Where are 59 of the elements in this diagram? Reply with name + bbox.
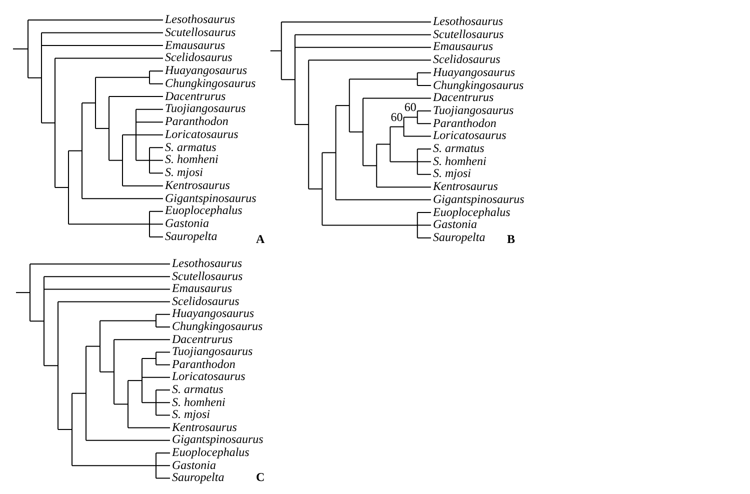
taxon-name: Kentrosaurus: [172, 420, 237, 434]
panel-letter: B: [507, 233, 516, 246]
support-value: 60: [390, 110, 403, 124]
taxon-name: Loricatosaurus: [172, 370, 246, 384]
taxon-name: Gigantspinosaurus: [433, 192, 524, 206]
taxon-name: Gigantspinosaurus: [165, 192, 256, 205]
taxon-name: Sauropelta: [165, 230, 218, 243]
taxon-name: Sauropelta: [172, 471, 224, 484]
taxon-name: Dacentrurus: [165, 90, 226, 103]
taxon-name: Dacentrurus: [172, 332, 233, 346]
taxon-name: Paranthodon: [172, 358, 236, 371]
taxon-name: Huayangosaurus: [433, 66, 516, 79]
taxon-name: Tuojiangosaurus: [172, 345, 253, 358]
taxon-name: S. homheni: [165, 153, 218, 166]
taxon-name: Chungkingosaurus: [433, 78, 524, 92]
taxon-name: Emausaurus: [172, 282, 232, 296]
taxon-name: Emausaurus: [165, 38, 226, 52]
taxon-name: Lesothosaurus: [165, 13, 236, 26]
taxon-name: Scutellosaurus: [172, 270, 243, 283]
support-value: 60: [404, 101, 416, 114]
taxon-name: Tuojiangosaurus: [165, 102, 246, 116]
taxon-name: Euoplocephalus: [433, 206, 510, 218]
taxon-name: Kentrosaurus: [165, 178, 230, 192]
taxon-name: Gastonia: [165, 217, 210, 230]
taxon-name: Scelidosaurus: [172, 294, 240, 308]
taxon-name: Scelidosaurus: [165, 51, 232, 64]
taxon-name: Gastonia: [172, 458, 216, 472]
taxon-name: Loricatosaurus: [433, 129, 506, 142]
taxon-name: Huayangosaurus: [172, 307, 254, 320]
taxon-name: Tuojiangosaurus: [433, 104, 514, 117]
taxon-name: Chungkingosaurus: [172, 320, 263, 333]
taxon-name: Lesothosaurus: [172, 257, 242, 270]
taxon-name: Gastonia: [433, 218, 478, 232]
panel-letter: A: [256, 233, 265, 246]
taxon-name: S. homheni: [433, 154, 486, 168]
taxon-name: Sauropelta: [433, 230, 486, 244]
taxon-name: Gigantspinosaurus: [172, 433, 264, 446]
taxon-name: Huayangosaurus: [165, 64, 248, 78]
taxon-name: Scutellosaurus: [165, 26, 236, 39]
taxon-name: Euoplocephalus: [172, 446, 250, 459]
taxon-name: S. armatus: [172, 383, 224, 396]
taxon-name: Loricatosaurus: [165, 128, 238, 141]
panel-letter: C: [256, 471, 265, 484]
taxon-name: Scutellosaurus: [433, 28, 504, 41]
taxon-name: S. mjosi: [433, 167, 472, 180]
taxon-name: Scelidosaurus: [433, 53, 500, 66]
taxon-name: Paranthodon: [433, 116, 496, 130]
taxon-name: Dacentrurus: [433, 91, 494, 104]
taxon-name: Paranthodon: [165, 115, 228, 128]
taxon-name: S. armatus: [433, 142, 484, 155]
taxon-name: Emausaurus: [433, 40, 494, 54]
taxon-name: S. mjosi: [165, 166, 204, 180]
taxon-name: Lesothosaurus: [433, 15, 504, 28]
taxon-name: Chungkingosaurus: [165, 76, 256, 90]
taxon-name: S. homheni: [172, 396, 226, 409]
taxon-name: S. mjosi: [172, 408, 210, 422]
taxon-name: Euoplocephalus: [165, 204, 242, 218]
taxon-name: Kentrosaurus: [433, 180, 498, 194]
taxon-name: S. armatus: [165, 140, 216, 154]
